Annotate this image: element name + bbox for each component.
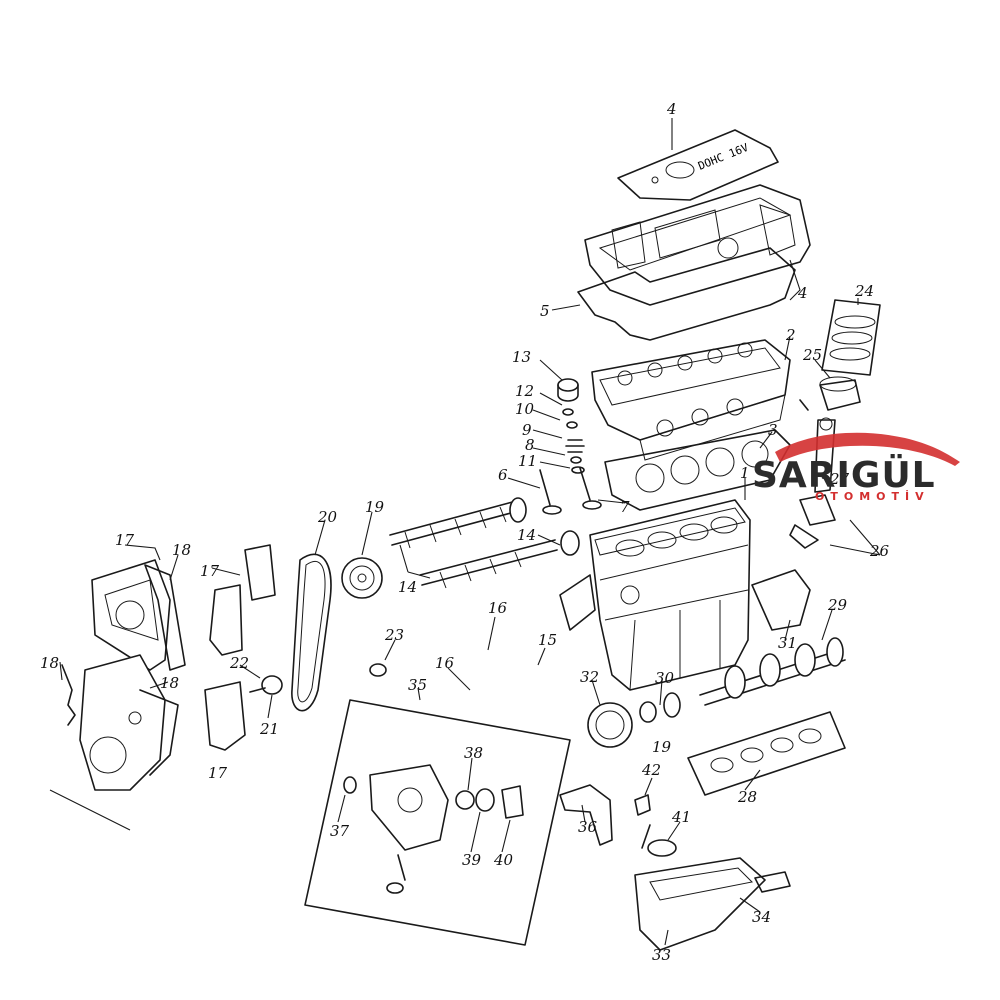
label-17-c: 17 [208,764,228,782]
sarigul-logo: SARIGÜL OTOMOTİV [752,432,960,503]
label-17-a: 17 [115,531,135,549]
label-4-side: 4 [797,284,808,302]
label-21: 21 [259,720,279,738]
main-bearings [687,711,846,796]
label-18-a: 18 [172,541,191,559]
rear-cover [559,784,613,846]
label-36: 36 [578,818,598,836]
label-17-b: 17 [200,562,220,580]
label-41: 41 [671,808,691,826]
timing-gasket-left [61,664,76,726]
label-16-b: 16 [435,654,455,672]
label-34: 34 [752,908,771,926]
logo-name: SARIGÜL [752,454,936,496]
crank-pulley [587,692,681,748]
label-28: 28 [737,788,757,806]
label-32: 32 [580,668,599,686]
rear-seal-housing [751,569,811,631]
timing-belt [291,553,332,712]
label-22: 22 [229,654,249,672]
label-8: 8 [525,436,535,454]
label-15: 15 [538,631,557,649]
label-4-top: 4 [666,100,677,118]
label-19-b: 19 [652,738,672,756]
logo-car-swoosh [775,432,960,466]
camshafts [389,497,580,589]
timing-cover-gasket [144,564,186,671]
oil-pump-box [304,699,571,946]
timing-covers-mid [204,544,276,751]
label-39: 39 [462,851,482,869]
idler-pulley [249,663,387,695]
label-2: 2 [785,326,796,344]
label-7: 7 [620,498,630,516]
head-gasket [604,429,791,511]
label-18-b: 18 [40,654,59,672]
label-14-b: 14 [517,526,536,544]
label-33: 33 [652,946,671,964]
valve-cover-trim: DOHC 16V [617,129,779,201]
label-14-a: 14 [398,578,417,596]
leader-lines [49,118,881,946]
label-38: 38 [464,744,483,762]
label-1: 1 [740,464,750,482]
piston [799,376,861,411]
valve-cover [584,184,811,306]
label-10: 10 [515,400,535,418]
cylinder-head [591,339,791,461]
label-24: 24 [854,282,874,300]
label-35: 35 [408,676,427,694]
label-29: 29 [827,596,848,614]
label-13: 13 [512,348,531,366]
label-12: 12 [515,382,534,400]
label-5: 5 [540,302,550,320]
logo-sub: OTOMOTİV [815,489,930,503]
label-25: 25 [802,346,822,364]
label-6: 6 [498,466,508,484]
upper-timing-cover [91,559,171,671]
label-20: 20 [317,508,338,526]
oil-pan [634,857,791,951]
timing-belt-inner [297,560,326,703]
cam-sprocket [341,557,383,599]
label-40: 40 [493,851,514,869]
label-27: 27 [829,470,850,488]
engine-block [559,499,751,691]
label-37: 37 [330,822,350,840]
label-9: 9 [522,421,532,439]
part-labels: 1 2 3 4 4 5 6 7 8 9 10 11 12 13 14 14 14… [40,100,890,964]
oil-strainer [634,794,677,857]
piston-rings [821,299,881,376]
label-42: 42 [641,761,661,779]
lower-timing-cover [79,654,179,791]
oil-pump [343,764,524,894]
label-18-c: 18 [160,674,179,692]
valve-train-parts [539,378,602,515]
label-26: 26 [869,542,890,560]
label-11: 11 [518,452,537,470]
crankshaft [699,637,846,706]
label-19-a: 19 [365,498,385,516]
label-31: 31 [778,634,797,652]
label-23: 23 [384,626,404,644]
label-3: 3 [768,421,778,439]
label-16-a: 16 [488,599,508,617]
label-30: 30 [655,669,675,687]
valve-cover-gasket [577,247,796,341]
